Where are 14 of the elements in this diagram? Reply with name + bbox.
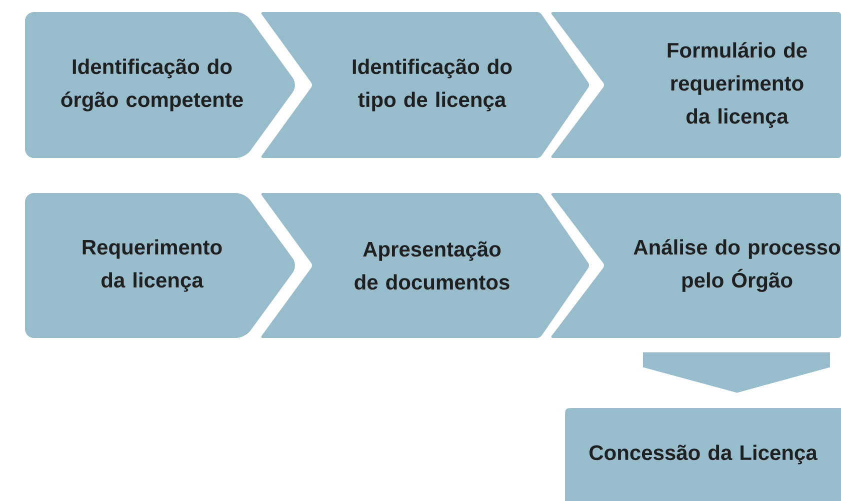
- node-label: Apresentação de documentos: [354, 241, 510, 290]
- node-label: Formulário de requerimento da licença: [668, 42, 807, 128]
- chevron-step: Análise do processo pelo Órgão: [551, 193, 841, 338]
- node-label: Identificação do tipo de licença: [352, 58, 512, 112]
- node-label: Análise do processo pelo Órgão: [634, 239, 840, 292]
- chevron-step: Apresentação de documentos: [261, 193, 589, 338]
- chevron-step: Requerimento da licença: [25, 193, 295, 338]
- node-label: Identificação do órgão competente: [61, 58, 243, 112]
- chevron-step: Identificação do tipo de licença: [261, 12, 589, 158]
- chevron-step: Formulário de requerimento da licença: [551, 12, 841, 158]
- node-label: Requerimento da licença: [82, 239, 222, 292]
- chevron-step: Identificação do órgão competente: [25, 12, 295, 158]
- arrow: [643, 352, 830, 393]
- label-box: Concessão da Licença: [565, 408, 841, 501]
